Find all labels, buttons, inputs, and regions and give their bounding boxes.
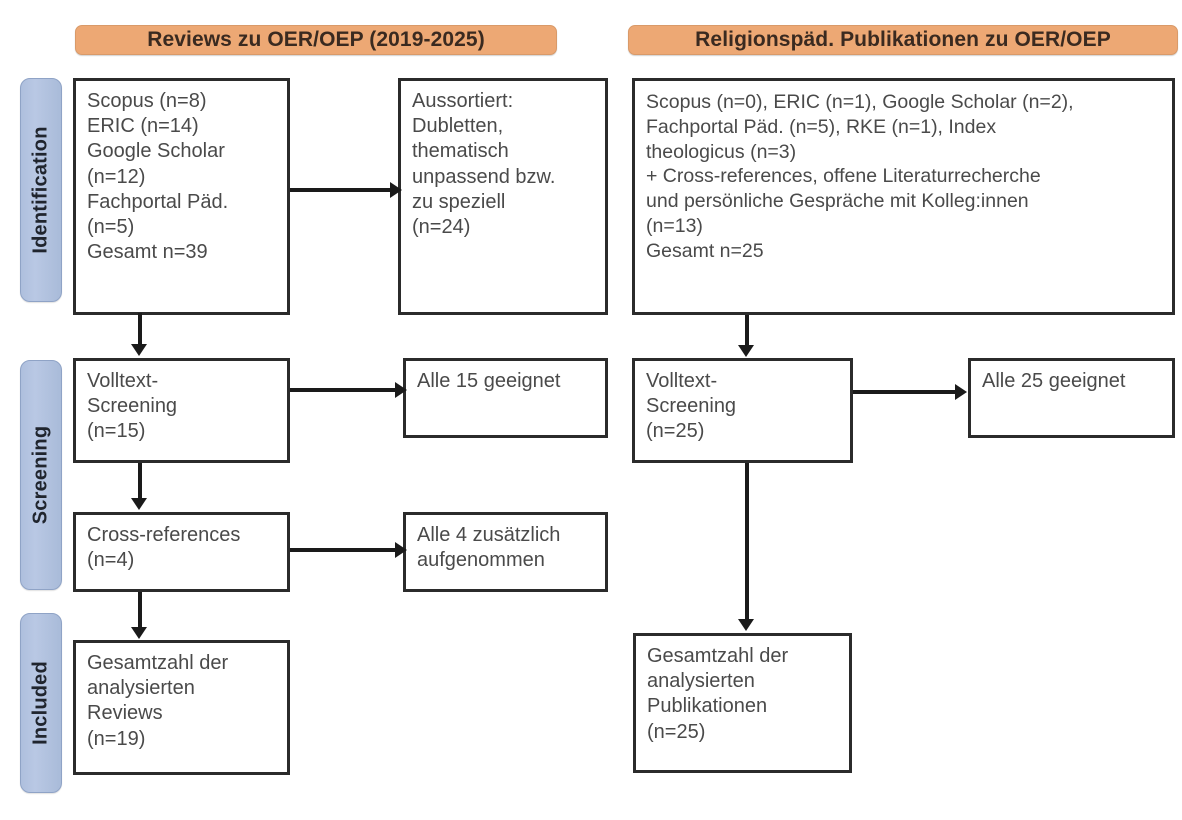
arrowhead-left-crossrefs-to-included	[131, 627, 147, 639]
connector-left-identification-to-excluded	[290, 188, 392, 192]
box-line: analysierten	[647, 670, 755, 693]
box-line: Alle 4 zusätzlich	[417, 524, 561, 546]
stage-label-included: Included	[29, 661, 52, 745]
box-left-included-total: Gesamtzahl der analysierten Reviews (n=1…	[73, 640, 290, 775]
banner-right-label: Religionspäd. Publikationen zu OER/OEP	[695, 28, 1111, 51]
box-line: Gesamtzahl der	[87, 652, 229, 674]
box-line: (n=5)	[87, 215, 135, 238]
box-line: und persönliche Gespräche mit Kolleg:inn…	[646, 190, 1029, 212]
box-line: Aussortiert:	[412, 90, 514, 112]
box-line: Scopus (n=8)	[87, 90, 207, 112]
box-line: ERIC (n=14)	[87, 115, 199, 138]
box-line: Screening	[646, 395, 737, 418]
box-line: Cross-references	[87, 524, 241, 546]
box-line: (n=4)	[87, 549, 135, 572]
connector-left-crossrefs-to-result	[290, 548, 397, 552]
connector-left-identification-to-fulltext	[138, 313, 142, 346]
box-line: Publikationen	[647, 695, 768, 718]
box-line: Scopus (n=0), ERIC (n=1), Google Scholar…	[646, 91, 1074, 113]
stage-bar-screening: Screening	[20, 360, 62, 590]
box-line: aufgenommen	[417, 549, 545, 572]
box-left-fulltext-screening: Volltext- Screening (n=15)	[73, 358, 290, 463]
banner-right-publications: Religionspäd. Publikationen zu OER/OEP	[628, 25, 1178, 55]
box-left-crossreferences: Cross-references (n=4)	[73, 512, 290, 592]
arrowhead-left-crossrefs-to-result	[395, 542, 407, 558]
arrowhead-right-fulltext-to-included	[738, 619, 754, 631]
stage-bar-identification: Identification	[20, 78, 62, 302]
box-line: (n=15)	[87, 420, 146, 443]
arrowhead-left-fulltext-to-result	[395, 382, 407, 398]
box-line: Google Scholar	[87, 140, 225, 163]
box-line: Fachportal Päd. (n=5), RKE (n=1), Index	[646, 115, 997, 138]
box-right-fulltext-screening: Volltext- Screening (n=25)	[632, 358, 853, 463]
box-left-identification-sources: Scopus (n=8) ERIC (n=14) Google Scholar …	[73, 78, 290, 315]
connector-left-crossrefs-to-included	[138, 592, 142, 630]
box-line: zu speziell	[412, 190, 506, 213]
connector-right-fulltext-to-included	[745, 463, 749, 621]
box-line: Volltext-	[87, 370, 159, 392]
arrowhead-right-identification-to-fulltext	[738, 345, 754, 357]
box-left-crossreferences-result: Alle 4 zusätzlich aufgenommen	[403, 512, 608, 592]
box-line: + Cross-references, offene Literaturrech…	[646, 165, 1041, 188]
box-line: (n=19)	[87, 727, 146, 750]
banner-left-label: Reviews zu OER/OEP (2019-2025)	[147, 28, 485, 51]
box-line: Alle 25 geeignet	[982, 370, 1126, 392]
connector-right-identification-to-fulltext	[745, 315, 749, 347]
box-line: Gesamtzahl der	[647, 645, 789, 667]
box-line: Screening	[87, 395, 178, 418]
box-left-fulltext-result: Alle 15 geeignet	[403, 358, 608, 438]
arrowhead-right-fulltext-to-result	[955, 384, 967, 400]
box-line: analysierten	[87, 677, 195, 700]
box-line: theologicus (n=3)	[646, 140, 797, 163]
connector-left-fulltext-to-result	[290, 388, 397, 392]
box-line: Reviews	[87, 702, 163, 725]
box-right-included-total: Gesamtzahl der analysierten Publikatione…	[633, 633, 852, 773]
box-left-excluded: Aussortiert: Dubletten, thematisch unpas…	[398, 78, 608, 315]
connector-right-fulltext-to-result	[853, 390, 958, 394]
box-line: Volltext-	[646, 370, 718, 392]
banner-left-reviews: Reviews zu OER/OEP (2019-2025)	[75, 25, 557, 55]
box-line: (n=13)	[646, 214, 703, 237]
box-line: (n=25)	[646, 420, 705, 443]
box-line: Alle 15 geeignet	[417, 370, 561, 392]
stage-bar-included: Included	[20, 613, 62, 793]
box-right-fulltext-result: Alle 25 geeignet	[968, 358, 1175, 438]
box-line: Dubletten,	[412, 115, 504, 138]
arrowhead-left-identification-to-excluded	[390, 182, 402, 198]
box-line: (n=12)	[87, 165, 146, 188]
box-right-identification-sources: Scopus (n=0), ERIC (n=1), Google Scholar…	[632, 78, 1175, 315]
box-line: (n=24)	[412, 215, 471, 238]
arrowhead-left-identification-to-fulltext	[131, 344, 147, 356]
box-line: Gesamt n=39	[87, 241, 208, 264]
arrowhead-left-fulltext-to-crossrefs	[131, 498, 147, 510]
box-line: thematisch	[412, 140, 509, 163]
stage-label-screening: Screening	[29, 425, 52, 525]
box-line: Gesamt n=25	[646, 239, 764, 262]
stage-label-identification: Identification	[29, 126, 52, 254]
box-line: (n=25)	[647, 720, 706, 743]
connector-left-fulltext-to-crossrefs	[138, 463, 142, 500]
box-line: Fachportal Päd.	[87, 190, 229, 213]
box-line: unpassend bzw.	[412, 165, 556, 188]
